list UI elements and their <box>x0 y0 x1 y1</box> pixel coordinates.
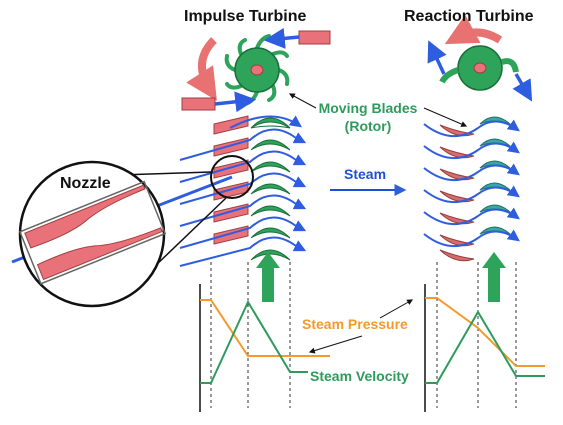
impulse-graph <box>199 262 330 412</box>
reaction-stage <box>423 116 520 302</box>
impulse-rotation-arrow <box>186 37 217 101</box>
moving-blades-leader-left <box>288 93 317 109</box>
impulse-top-jet-arrow <box>263 27 300 49</box>
impulse-moving-blades <box>250 117 291 261</box>
nozzle-label: Nozzle <box>60 175 111 192</box>
nozzle-magnifier-circle <box>210 155 254 199</box>
impulse-rotor-hub <box>250 64 264 76</box>
nozzle-lower-wall <box>36 227 163 281</box>
reaction-graph <box>424 262 545 412</box>
impulse-rotor-motion-arrow <box>256 252 280 302</box>
impulse-turbine-title: Impulse Turbine <box>184 8 307 25</box>
impulse-bottom-jet-arrow <box>214 91 257 113</box>
reaction-rotation-arrow <box>444 14 503 45</box>
reaction-turbine-title: Reaction Turbine <box>404 8 534 25</box>
reaction-right-jet-arrow <box>512 73 533 102</box>
reaction-fixed-blades <box>439 124 475 262</box>
moving-blades-leader-right <box>423 107 468 127</box>
impulse-rotor <box>181 27 331 113</box>
reaction-rotor-hub <box>473 62 487 74</box>
nozzle-upper-wall <box>24 184 146 249</box>
impulse-steam-flow <box>179 115 307 267</box>
steam-velocity-label: Steam Velocity <box>310 368 409 384</box>
impulse-pressure-curve <box>200 299 330 357</box>
impulse-bottom-nozzle <box>181 97 216 111</box>
impulse-fixed-nozzles <box>213 115 249 245</box>
steam-pressure-leader-left <box>308 335 363 354</box>
steam-pressure-leader-right <box>379 299 414 319</box>
reaction-rotor-left-pipe <box>439 67 460 84</box>
steam-label: Steam <box>344 166 387 182</box>
moving-blades-rotor-label: (Rotor) <box>344 118 392 134</box>
impulse-top-nozzle <box>298 30 331 45</box>
steam-pressure-label: Steam Pressure <box>302 316 408 332</box>
reaction-rotor-motion-arrow <box>482 252 506 302</box>
reaction-pressure-curve <box>425 297 545 367</box>
reaction-moving-blades <box>479 116 511 235</box>
nozzle-outline-box <box>18 180 167 285</box>
impulse-velocity-curve <box>200 299 308 384</box>
nozzle-detail <box>18 160 227 308</box>
reaction-rotor-right-pipe <box>501 58 519 73</box>
moving-blades-label: Moving Blades <box>318 100 418 116</box>
reaction-velocity-curve <box>425 310 545 384</box>
reaction-left-jet-arrow <box>427 40 447 75</box>
reaction-rotor <box>427 14 533 102</box>
reaction-steam-flow <box>423 119 520 247</box>
